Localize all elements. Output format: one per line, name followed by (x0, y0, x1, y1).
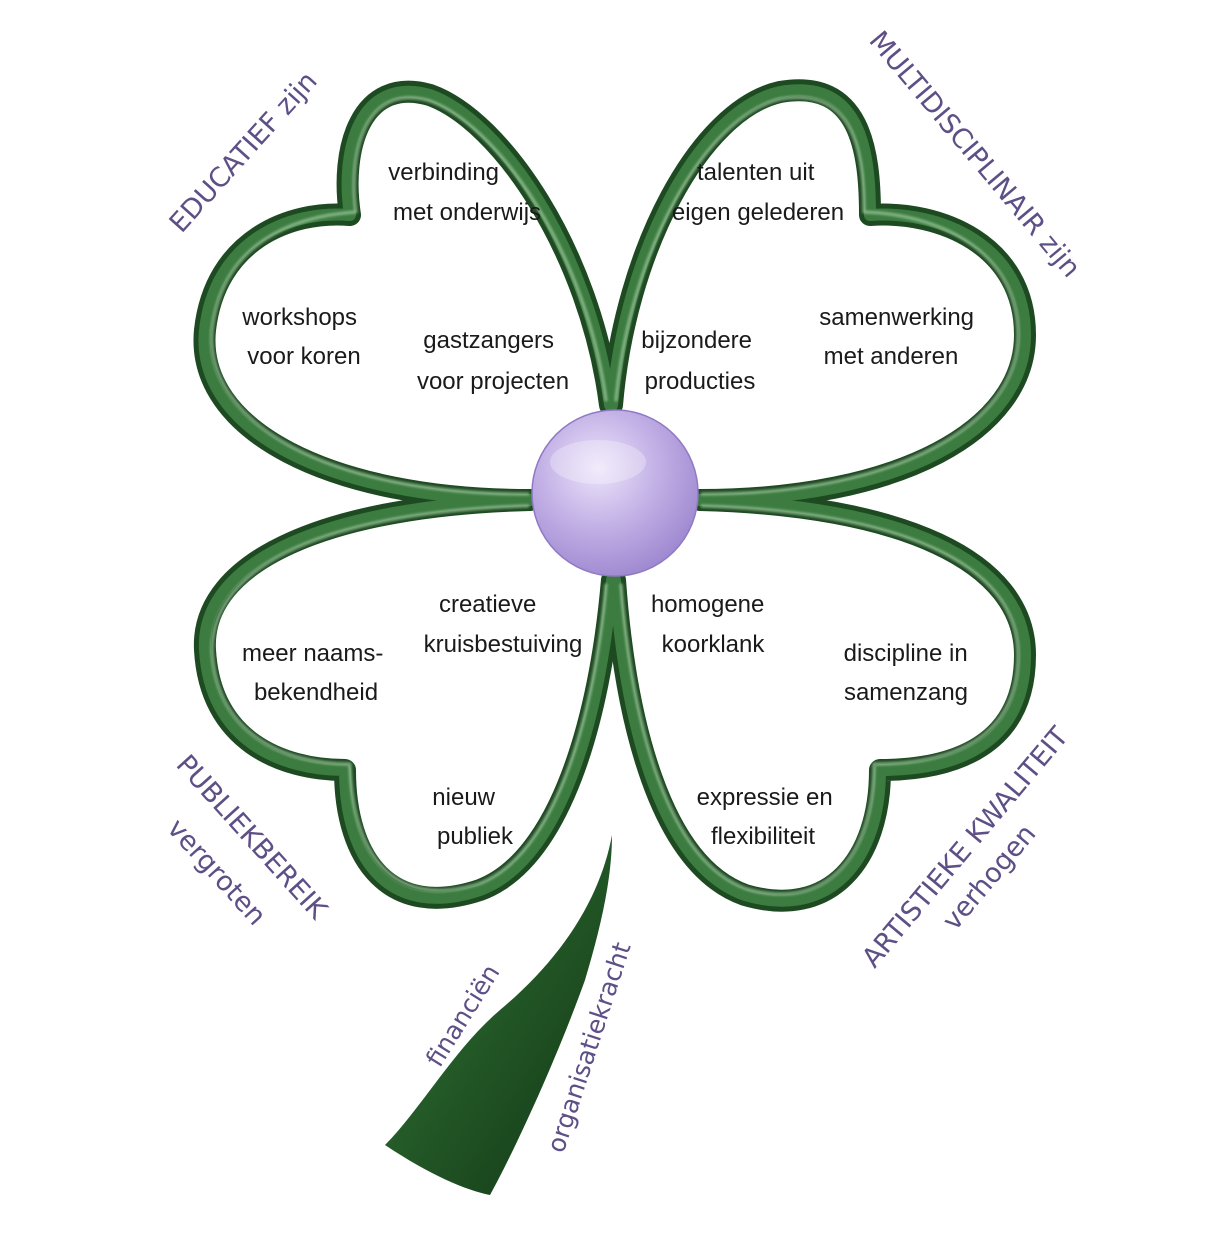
clover-stem (385, 835, 612, 1195)
leaf-bottom-left-items: creatieve kruisbestuiving meer naams- be… (242, 591, 582, 850)
item-creatieve: creatieve kruisbestuiving (424, 591, 583, 658)
item-expressie: expressie en flexibiliteit (697, 784, 840, 850)
item-verbinding: verbinding met onderwijs (388, 159, 541, 226)
item-homogene: homogene koorklank (651, 591, 771, 658)
item-workshops: workshops voor koren (241, 304, 363, 370)
leaf-outlines (193, 79, 1036, 912)
item-samenwerking: samenwerking met anderen (819, 304, 980, 370)
item-bijzondere: bijzondere producties (641, 327, 758, 395)
item-talenten: talenten uit eigen gelederen (672, 159, 844, 226)
center-circle (531, 409, 699, 577)
item-nieuw-publiek: nieuw publiek (432, 784, 514, 850)
center-highlight (550, 440, 646, 484)
leaf-bottom-right-items: homogene koorklank discipline in samenza… (651, 591, 975, 850)
item-gastzangers: gastzangers voor projecten (417, 327, 569, 395)
leaf-top-left-items: verbinding met onderwijs workshops voor … (241, 159, 569, 395)
leaf-top-right-items: talenten uit eigen gelederen samenwerkin… (641, 159, 980, 395)
item-discipline: discipline in samenzang (844, 640, 975, 706)
item-naamsbekendheid: meer naams- bekendheid (242, 640, 390, 706)
